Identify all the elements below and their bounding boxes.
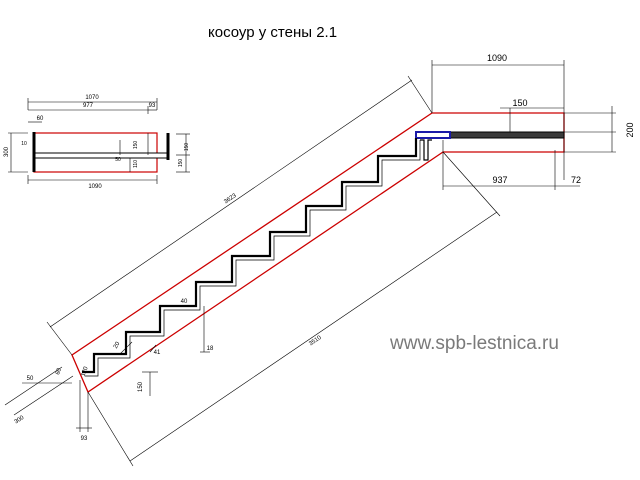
dim-left-c: 93 — [81, 436, 88, 442]
inset-dim-93: 93 — [149, 103, 156, 109]
inset-dim-150a: 150 — [133, 141, 139, 150]
dim-step-b: 41 — [154, 350, 161, 356]
landing-slab — [449, 131, 565, 139]
dim-riser-gap: 18 — [207, 346, 214, 352]
dim-tread: 40 — [181, 299, 188, 305]
dim-stringer-inner: 3510 — [308, 335, 323, 348]
inset-dim-10: 10 — [21, 141, 27, 147]
inset-dim-1090: 1090 — [88, 184, 102, 190]
inset-dim-150b: 150 — [178, 159, 184, 168]
dim-top-width: 1090 — [487, 53, 507, 63]
dim-left-a: 50 — [27, 376, 34, 382]
dim-bottom-right: 72 — [571, 175, 581, 185]
drawing-title: косоур у стены 2.1 — [208, 24, 338, 41]
dim-bottom-rise: 150 — [138, 381, 144, 392]
inset-dim-300: 300 — [4, 146, 10, 157]
dim-slab-height: 200 — [625, 122, 635, 137]
inset-dim-110: 110 — [133, 160, 139, 168]
inset-view: 1070 977 93 60 300 10 50 150 110 150 150… — [4, 95, 190, 190]
watermark-url: www.spb-lestnica.ru — [390, 333, 559, 354]
main-view: 1090 150 200 937 72 3623 3510 40 18 20 4… — [4, 53, 635, 467]
inset-dim-1070: 1070 — [85, 95, 99, 101]
step-profile — [82, 138, 418, 374]
dim-foot-b: 120 — [81, 365, 90, 377]
inset-dim-977: 977 — [83, 103, 94, 109]
dim-foot-a: 60 — [55, 367, 63, 376]
dim-left-b: 300 — [14, 415, 26, 426]
inset-dim-150c: 150 — [184, 143, 190, 152]
inset-dim-50: 50 — [115, 157, 121, 163]
dim-slab-offset: 150 — [512, 98, 527, 108]
inset-dim-60: 60 — [37, 116, 44, 122]
dim-bottom-left: 937 — [492, 175, 507, 185]
dim-step-a: 20 — [113, 341, 122, 350]
landing-edge — [415, 131, 451, 139]
